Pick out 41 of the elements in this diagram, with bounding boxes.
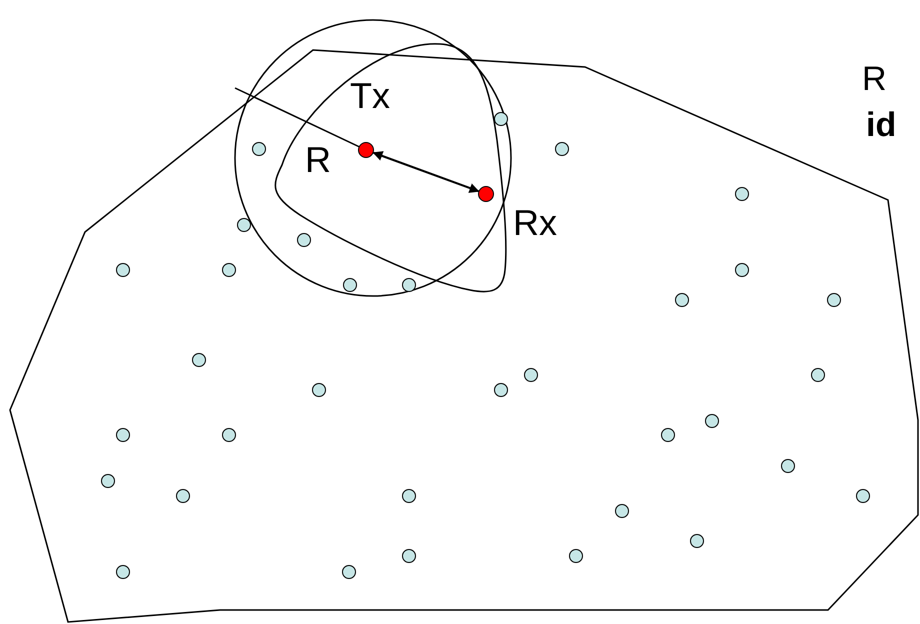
sensor-node: [176, 489, 190, 503]
sensor-node: [101, 474, 115, 488]
terminal-node: [358, 142, 374, 158]
sensor-node: [116, 428, 130, 442]
sensor-node: [297, 233, 311, 247]
sensor-node: [222, 263, 236, 277]
sensor-node: [827, 293, 841, 307]
sensor-node: [342, 565, 356, 579]
sensor-node: [192, 353, 206, 367]
sensor-node: [735, 187, 749, 201]
sensor-node: [781, 459, 795, 473]
radius-label: R: [305, 142, 331, 178]
sensor-node: [494, 112, 508, 126]
double-arrow: [372, 151, 480, 193]
sensor-node: [312, 383, 326, 397]
sensor-node: [569, 549, 583, 563]
sensor-node: [675, 293, 689, 307]
sensor-node: [494, 383, 508, 397]
sensor-node: [555, 142, 569, 156]
sensor-node: [856, 489, 870, 503]
sensor-node: [705, 414, 719, 428]
sensor-node: [524, 368, 538, 382]
sensor-node: [402, 278, 416, 292]
sensor-node: [615, 504, 629, 518]
sensor-node: [402, 489, 416, 503]
sensor-node: [222, 428, 236, 442]
sensor-node: [811, 368, 825, 382]
note-text: id: [866, 108, 896, 142]
sensor-node: [690, 534, 704, 548]
terminal-node: [478, 186, 494, 202]
note-text: R: [862, 62, 887, 96]
sensor-node: [661, 428, 675, 442]
sensor-node: [116, 565, 130, 579]
sensor-node: [343, 278, 357, 292]
sensor-node: [735, 263, 749, 277]
sensor-node: [402, 549, 416, 563]
sensor-node: [116, 263, 130, 277]
sensor-node: [237, 218, 251, 232]
sensor-node: [252, 142, 266, 156]
node-label: Tx: [350, 78, 390, 114]
node-label: Rx: [513, 205, 557, 241]
